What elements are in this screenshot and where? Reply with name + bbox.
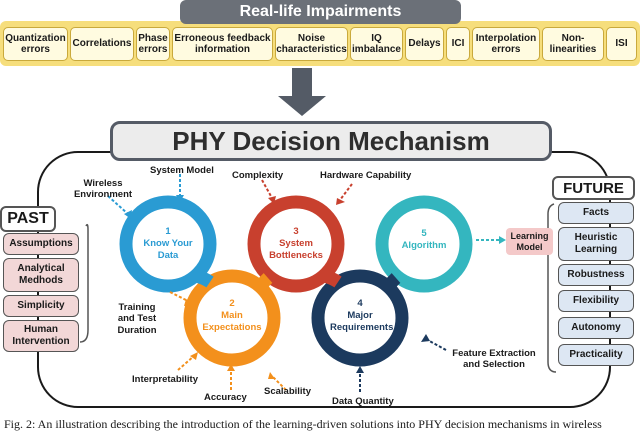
circle-4-text: 4 Major Requirements: [330, 298, 394, 334]
circle-5-number: 5: [421, 228, 427, 239]
past-bracket: [79, 223, 89, 343]
label-scalability: Scalability: [264, 386, 311, 397]
future-title: FUTURE: [552, 176, 635, 200]
circle-3-text: 3 System Bottlenecks: [268, 226, 324, 262]
figure-caption: Fig. 2: An illustration describing the i…: [4, 417, 602, 431]
future-item-heuristic-learning: Heuristic Learning: [558, 227, 634, 261]
circle-main-expectations: [183, 269, 281, 367]
label-hardware-capability: Hardware Capability: [320, 170, 412, 181]
impairment-phase-errors: Phase errors: [136, 27, 170, 61]
past-item-simplicity: Simplicity: [3, 295, 79, 317]
impairment-correlations: Correlations: [70, 27, 134, 61]
circle-1-label: Know Your Data: [143, 237, 193, 261]
circle-5-label: Algorithm: [401, 239, 447, 251]
label-accuracy: Accuracy: [204, 392, 247, 403]
circle-major-requirements: [311, 269, 409, 367]
circle-4-label: Major Requirements: [330, 309, 394, 333]
past-item-assumptions: Assumptions: [3, 233, 79, 255]
label-wireless-environment: Wireless Environment: [73, 178, 133, 201]
future-item-autonomy: Autonomy: [558, 317, 634, 339]
circle-algorithm: [375, 195, 473, 293]
learning-model-box: Learning Model: [506, 228, 553, 255]
impairment-quantization-errors: Quantization errors: [3, 27, 68, 61]
circle-2-number: 2: [229, 298, 235, 309]
past-title: PAST: [0, 206, 56, 232]
circle-2-text: 2 Main Expectations: [202, 298, 262, 334]
future-item-facts: Facts: [558, 202, 634, 224]
future-bracket: [547, 203, 557, 373]
impairment-iq-imbalance: IQ imbalance: [350, 27, 403, 61]
label-data-quantity: Data Quantity: [332, 396, 394, 407]
circle-3-label: System Bottlenecks: [269, 237, 323, 261]
impairment-delays: Delays: [405, 27, 444, 61]
impairment-non-linearities: Non-linearities: [542, 27, 604, 61]
arrow-wireless-environment: [107, 195, 129, 215]
circle-4-number: 4: [357, 298, 363, 309]
arrow-interpretability: [177, 355, 195, 371]
label-feature-extraction: Feature Extraction and Selection: [452, 348, 536, 371]
circle-5-text: 5 Algorithm: [392, 228, 456, 252]
arrow-complexity: [261, 179, 273, 199]
label-interpretability: Interpretability: [132, 374, 198, 385]
future-item-flexibility: Flexibility: [558, 290, 634, 312]
arrow-training: [169, 291, 191, 303]
impairments-title: Real-life Impairments: [180, 0, 461, 24]
past-item-human-intervention: Human Intervention: [3, 320, 79, 352]
impairment-erroneous-feedback: Erroneous feedback information: [172, 27, 273, 61]
arrow-hardware: [339, 183, 353, 201]
circle-2-label: Main Expectations: [202, 309, 262, 333]
circle-1-number: 1: [165, 226, 171, 237]
circle-1-text: 1 Know Your Data: [140, 226, 196, 262]
circle-know-your-data: [119, 195, 217, 293]
impairment-noise-characteristics: Noise characteristics: [275, 27, 348, 61]
circle-system-bottlenecks: [247, 195, 345, 293]
impairment-isi: ISI: [606, 27, 637, 61]
circle-3-number: 3: [293, 226, 299, 237]
past-item-analytical-methods: Analytical Medhods: [3, 258, 79, 292]
label-training-test-duration: Training and Test Duration: [117, 302, 157, 336]
impairment-interpolation-errors: Interpolation errors: [472, 27, 540, 61]
impairment-ici: ICI: [446, 27, 470, 61]
future-item-practicality: Practicality: [558, 344, 634, 366]
future-item-robustness: Robustness: [558, 264, 634, 286]
label-system-model: System Model: [150, 165, 214, 176]
label-complexity: Complexity: [232, 170, 284, 181]
down-arrow-icon: [278, 68, 326, 116]
phy-decision-mechanism-title: PHY Decision Mechanism: [110, 121, 552, 161]
